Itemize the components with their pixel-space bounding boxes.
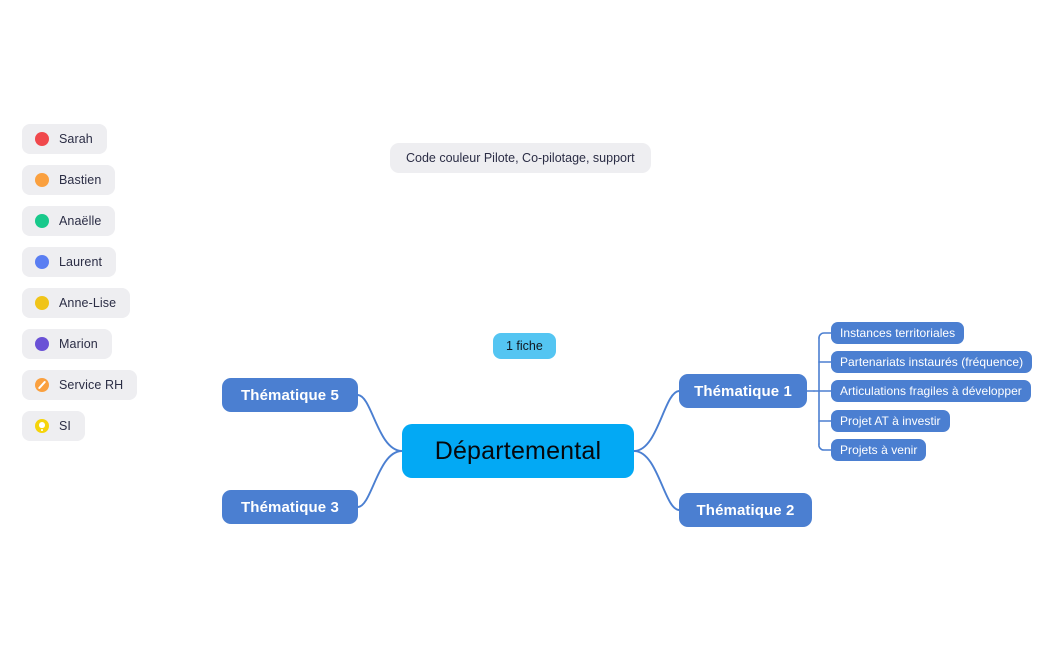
- branch-node-label: Thématique 2: [696, 501, 795, 519]
- branch-node-label: Thématique 5: [241, 386, 339, 404]
- legend-item-service-rh[interactable]: Service RH: [22, 370, 138, 400]
- ban-icon: [35, 378, 49, 392]
- branch-node-thematique-1[interactable]: Thématique 1: [679, 374, 807, 408]
- leaf-node-label: Instances territoriales: [840, 326, 956, 340]
- legend-item-sarah[interactable]: Sarah: [22, 124, 107, 154]
- connector-root-to-t2: [633, 450, 680, 511]
- connector-leaf-0: [818, 332, 832, 339]
- legend-item-label: Marion: [59, 337, 98, 351]
- legend-item-marion[interactable]: Marion: [22, 329, 112, 359]
- dot-icon: [35, 337, 49, 351]
- lightbulb-icon: [35, 419, 49, 433]
- leaf-node[interactable]: Partenariats instaurés (fréquence): [831, 351, 1033, 373]
- dot-icon: [35, 132, 49, 146]
- legend-item-anne-lise[interactable]: Anne-Lise: [22, 288, 131, 318]
- branch-node-thematique-5[interactable]: Thématique 5: [222, 378, 358, 412]
- legend-panel: Sarah Bastien Anaëlle Laurent Anne-Lise …: [22, 124, 138, 441]
- legend-item-label: Laurent: [59, 255, 103, 269]
- leaf-node-label: Projet AT à investir: [840, 414, 941, 428]
- dot-icon: [35, 214, 49, 228]
- legend-item-anaelle[interactable]: Anaëlle: [22, 206, 116, 236]
- legend-item-label: Bastien: [59, 173, 102, 187]
- dot-icon: [35, 255, 49, 269]
- leaf-node[interactable]: Projets à venir: [831, 439, 927, 461]
- leaf-node-label: Projets à venir: [840, 443, 918, 457]
- leaf-node[interactable]: Projet AT à investir: [831, 410, 950, 432]
- connector-leaf-4: [818, 443, 832, 451]
- branch-node-label: Thématique 3: [241, 498, 339, 516]
- legend-item-label: Anaëlle: [59, 214, 102, 228]
- legend-item-label: Anne-Lise: [59, 296, 117, 310]
- connector-root-to-t5: [357, 394, 403, 452]
- fiche-count-badge[interactable]: 1 fiche: [493, 333, 556, 359]
- branch-node-label: Thématique 1: [694, 382, 792, 400]
- leaf-node-label: Partenariats instaurés (fréquence): [840, 355, 1024, 369]
- connector-root-to-t3: [357, 450, 403, 508]
- leaf-node[interactable]: Instances territoriales: [831, 322, 965, 344]
- legend-item-bastien[interactable]: Bastien: [22, 165, 116, 195]
- legend-item-laurent[interactable]: Laurent: [22, 247, 117, 277]
- branch-node-thematique-2[interactable]: Thématique 2: [679, 493, 812, 527]
- legend-item-si[interactable]: SI: [22, 411, 86, 441]
- legend-item-label: SI: [59, 419, 72, 433]
- dot-icon: [35, 296, 49, 310]
- leaf-node-label: Articulations fragiles à développer: [840, 384, 1022, 398]
- legend-item-label: Sarah: [59, 132, 93, 146]
- dot-icon: [35, 173, 49, 187]
- leaf-node[interactable]: Articulations fragiles à développer: [831, 380, 1031, 402]
- root-node-departemental[interactable]: Départemental: [402, 424, 634, 478]
- branch-node-thematique-3[interactable]: Thématique 3: [222, 490, 358, 524]
- color-code-note[interactable]: Code couleur Pilote, Co-pilotage, suppor…: [390, 143, 651, 173]
- root-node-label: Départemental: [434, 436, 602, 465]
- connector-root-to-t1: [633, 390, 680, 452]
- legend-item-label: Service RH: [59, 378, 124, 392]
